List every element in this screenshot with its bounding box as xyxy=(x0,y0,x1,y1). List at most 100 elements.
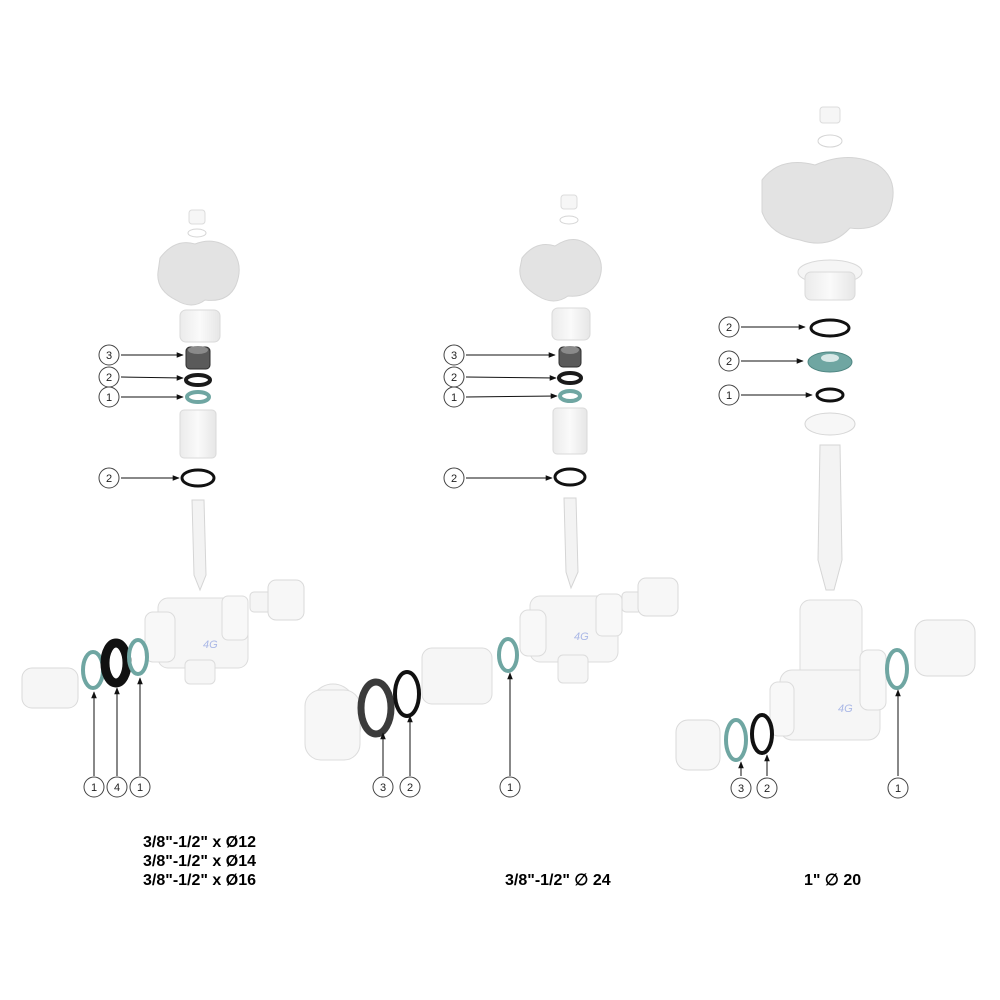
svg-text:2: 2 xyxy=(726,322,732,334)
svg-text:1: 1 xyxy=(137,782,143,794)
black-gasket-4 xyxy=(100,638,132,688)
callout-stem-2b: 2 xyxy=(98,467,180,489)
svg-text:2: 2 xyxy=(764,783,770,795)
assembly-large: 4G 2 2 1 3 xyxy=(675,106,976,799)
size-label-medium: 3/8"-1/2" ∅ 24 xyxy=(505,872,611,889)
top-nut xyxy=(819,106,841,124)
grey-gasket-3 xyxy=(357,678,395,738)
side-fitting-right xyxy=(914,619,976,677)
valve-body: 4G xyxy=(144,595,249,685)
callout-body-4: 4 xyxy=(106,687,128,798)
svg-text:2: 2 xyxy=(726,356,732,368)
callout-stem-1: 1 xyxy=(98,386,184,408)
side-fitting-right xyxy=(621,577,679,617)
collar xyxy=(797,259,863,301)
svg-text:3: 3 xyxy=(380,782,386,794)
callout-stem-3: 3 xyxy=(443,344,556,366)
size-label-small-2: 3/8"-1/2" x Ø14 xyxy=(143,853,257,870)
threaded-insert xyxy=(552,407,588,455)
top-washer xyxy=(817,134,843,148)
green-bushing-seal-2 xyxy=(807,351,853,373)
o-ring-large-2 xyxy=(180,468,216,488)
svg-text:3: 3 xyxy=(106,350,112,362)
stem xyxy=(191,499,207,592)
size-label-large: 1" ∅ 20 xyxy=(804,872,862,889)
svg-text:2: 2 xyxy=(407,782,413,794)
o-ring-seal-1 xyxy=(815,387,845,403)
svg-text:3: 3 xyxy=(738,783,744,795)
star-handle xyxy=(761,157,894,244)
size-label-small-1: 3/8"-1/2" x Ø12 xyxy=(143,834,257,851)
valve-body: 4G xyxy=(769,599,887,741)
svg-text:2: 2 xyxy=(106,473,112,485)
bushing-seal-3-top xyxy=(188,346,208,354)
svg-text:1: 1 xyxy=(895,783,901,795)
callout-stem-2: 2 xyxy=(98,366,184,388)
tail-fitting-left xyxy=(21,667,79,709)
green-seal-1 xyxy=(185,390,211,404)
svg-text:1: 1 xyxy=(91,782,97,794)
stem xyxy=(563,497,579,590)
o-ring-large-2 xyxy=(553,467,587,487)
assembly-medium: 4G 3 2 1 xyxy=(304,194,679,798)
white-washer xyxy=(804,412,856,436)
callout-body-1b: 1 xyxy=(129,677,151,798)
o-ring-gasket-2 xyxy=(393,670,421,718)
body-logo: 4G xyxy=(203,639,218,651)
callout-stem-1: 1 xyxy=(718,384,813,406)
side-fitting-right xyxy=(249,579,305,621)
svg-text:2: 2 xyxy=(106,372,112,384)
green-seal-1-right xyxy=(127,638,149,676)
svg-text:1: 1 xyxy=(726,390,732,402)
callout-body-2: 2 xyxy=(399,715,421,798)
callout-body-3: 3 xyxy=(730,761,752,799)
top-nut xyxy=(560,194,578,210)
green-seal-1 xyxy=(558,389,582,403)
callout-stem-3: 3 xyxy=(98,344,184,366)
callout-stem-2b: 2 xyxy=(718,350,804,372)
svg-text:2: 2 xyxy=(451,473,457,485)
o-ring-seal-2 xyxy=(184,373,212,387)
union-nut-left xyxy=(304,683,362,761)
body-logo: 4G xyxy=(574,631,589,643)
bushing-seal-3-top xyxy=(561,346,579,354)
svg-text:1: 1 xyxy=(106,392,112,404)
callout-stem-1: 1 xyxy=(443,386,558,408)
green-seal-1 xyxy=(497,637,519,673)
star-handle xyxy=(519,239,602,302)
callout-body-1: 1 xyxy=(887,689,909,799)
callout-stem-2: 2 xyxy=(718,316,806,338)
callout-body-1: 1 xyxy=(499,672,521,798)
o-ring-gasket-2 xyxy=(750,713,774,755)
tail-fitting-left xyxy=(675,719,721,771)
callout-stem-2: 2 xyxy=(443,366,557,388)
svg-text:1: 1 xyxy=(451,392,457,404)
tail-threaded xyxy=(421,647,493,705)
callout-body-1a: 1 xyxy=(83,691,105,798)
top-washer xyxy=(559,215,579,225)
valve-body: 4G xyxy=(519,593,623,684)
collar xyxy=(179,309,221,343)
star-handle xyxy=(157,240,240,306)
collar xyxy=(551,307,591,341)
top-washer xyxy=(187,228,207,238)
callout-body-2: 2 xyxy=(756,754,778,799)
size-label-small-3: 3/8"-1/2" x Ø16 xyxy=(143,872,257,889)
stem xyxy=(817,444,843,591)
svg-text:1: 1 xyxy=(507,782,513,794)
green-seal-1 xyxy=(885,648,909,690)
top-nut xyxy=(188,209,206,225)
svg-text:2: 2 xyxy=(451,372,457,384)
threaded-insert xyxy=(179,409,217,459)
callout-stem-2b: 2 xyxy=(443,467,553,489)
o-ring-seal-2 xyxy=(809,318,851,338)
assembly-small: 4G 3 2 1 xyxy=(21,209,305,798)
svg-text:3: 3 xyxy=(451,350,457,362)
green-seal-3 xyxy=(724,718,748,762)
svg-text:4: 4 xyxy=(114,782,120,794)
green-seal-1-left xyxy=(81,650,105,690)
callout-body-3: 3 xyxy=(372,732,394,798)
body-logo: 4G xyxy=(838,703,853,715)
o-ring-seal-2 xyxy=(557,371,583,385)
